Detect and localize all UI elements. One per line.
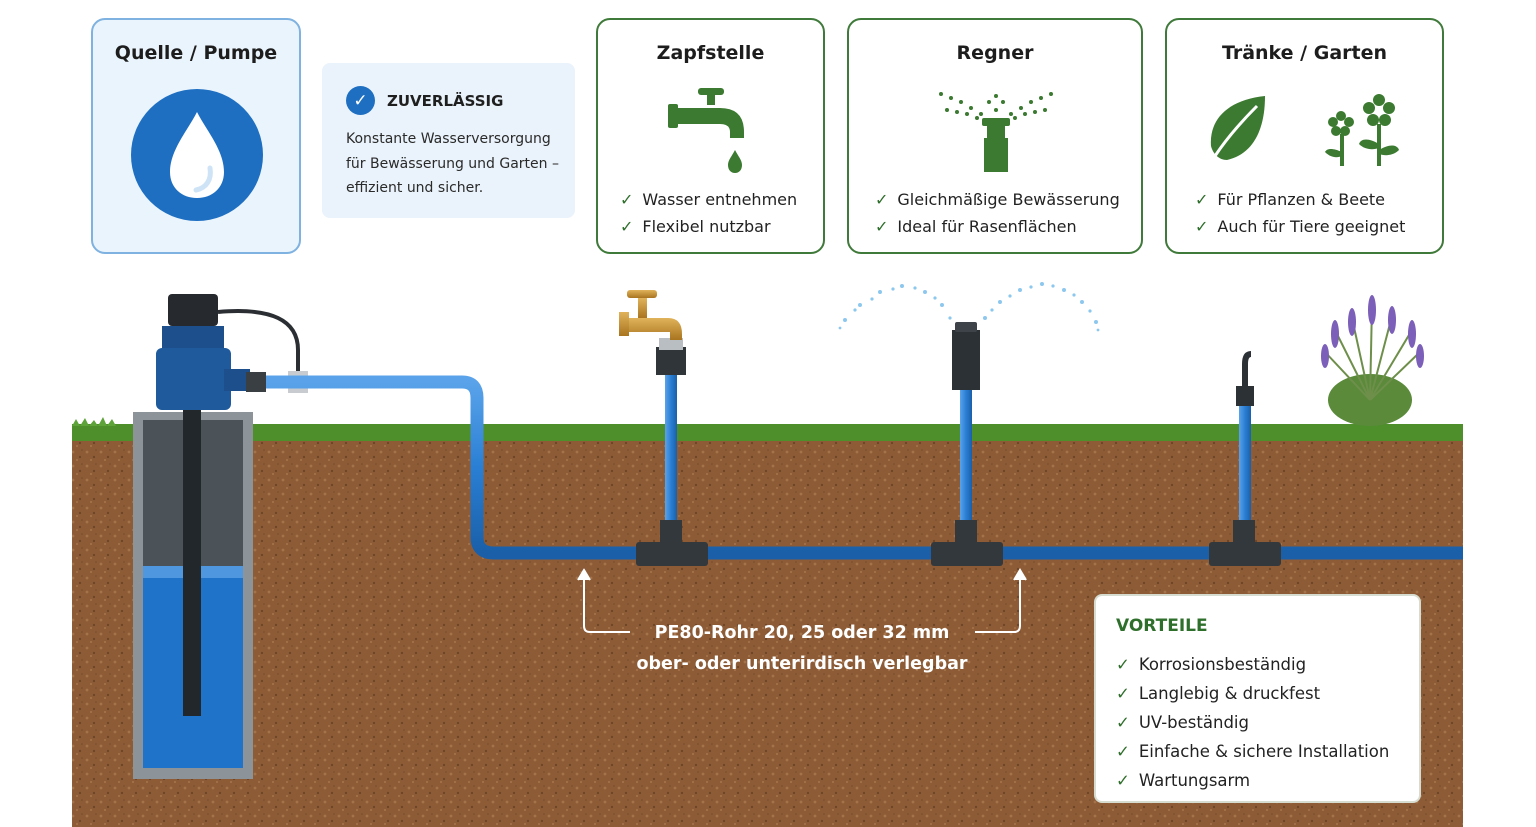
leaf-icon xyxy=(1210,96,1265,160)
reliable-header: ✓ ZUVERLÄSSIG xyxy=(346,86,503,115)
pipe-label: PE80-Rohr 20, 25 oder 32 mm ober- oder u… xyxy=(612,618,992,680)
garden-faucet xyxy=(619,290,686,375)
faucet-icon xyxy=(668,88,744,173)
source-pump-card: Quelle / Pumpe xyxy=(91,18,301,254)
pipe-label-line-1: PE80-Rohr 20, 25 oder 32 mm xyxy=(654,623,950,643)
advantages-list: ✓Korrosionsbeständig ✓Langlebig & druckf… xyxy=(1116,650,1389,795)
source-pump-title: Quelle / Pumpe xyxy=(114,42,278,64)
tap-title: Zapfstelle xyxy=(656,42,765,64)
advantages-box: VORTEILE ✓Korrosionsbeständig ✓Langlebig… xyxy=(1094,594,1421,803)
garden-feature-1: ✓Für Pflanzen & Beete xyxy=(1195,190,1386,209)
garden-title: Tränke / Garten xyxy=(1221,42,1388,64)
advantage-item: ✓UV-beständig xyxy=(1116,713,1249,732)
pump xyxy=(156,294,308,410)
check-circle-icon: ✓ xyxy=(346,86,375,115)
pop-up-sprinkler xyxy=(838,282,1100,390)
sprinkler-title: Regner xyxy=(956,42,1034,64)
advantages-title: VORTEILE xyxy=(1116,616,1208,636)
main-pipe xyxy=(266,375,1463,560)
sprinkler-feature-1: ✓Gleichmäßige Bewässerung xyxy=(875,190,1120,209)
reliable-info-box: ✓ ZUVERLÄSSIG Konstante Wasserversorgung… xyxy=(322,63,575,218)
tap-feature-2: ✓Flexibel nutzbar xyxy=(620,217,771,236)
water-drop-icon xyxy=(131,89,263,221)
reliable-title: ZUVERLÄSSIG xyxy=(387,91,504,110)
well-shaft xyxy=(133,410,253,779)
reliable-text: Konstante Wasserversorgung für Bewässeru… xyxy=(346,131,559,196)
lavender-plant xyxy=(1321,295,1424,426)
tee-fittings xyxy=(636,520,1281,566)
grass-strip xyxy=(72,417,1463,441)
sprinkler-card: Regner ✓Gleichmäßige Bewässerung ✓Ideal … xyxy=(847,18,1143,254)
advantage-item: ✓Langlebig & druckfest xyxy=(1116,684,1321,703)
advantage-item: ✓Korrosionsbeständig xyxy=(1116,655,1307,674)
garden-feature-2: ✓Auch für Tiere geeignet xyxy=(1195,217,1406,236)
flowers-icon xyxy=(1325,94,1399,166)
sprinkler-feature-2: ✓Ideal für Rasenflächen xyxy=(875,217,1077,236)
pipe-dimension-line xyxy=(577,568,1027,633)
tap-card: Zapfstelle ✓Wasser entnehmen ✓Flexibel n… xyxy=(596,18,825,254)
garden-card: Tränke / Garten ✓Für Pflanzen & Beete ✓A… xyxy=(1165,18,1444,254)
tap-feature-1: ✓Wasser entnehmen xyxy=(620,190,798,209)
advantage-item: ✓Wartungsarm xyxy=(1116,771,1251,790)
pipe-label-line-2: ober- oder unterirdisch verlegbar xyxy=(636,654,968,674)
sprinkler-icon xyxy=(939,92,1053,172)
drinker-outlet xyxy=(1236,351,1254,406)
riser-pipes xyxy=(665,372,1251,550)
advantage-item: ✓Einfache & sichere Installation xyxy=(1116,742,1390,761)
